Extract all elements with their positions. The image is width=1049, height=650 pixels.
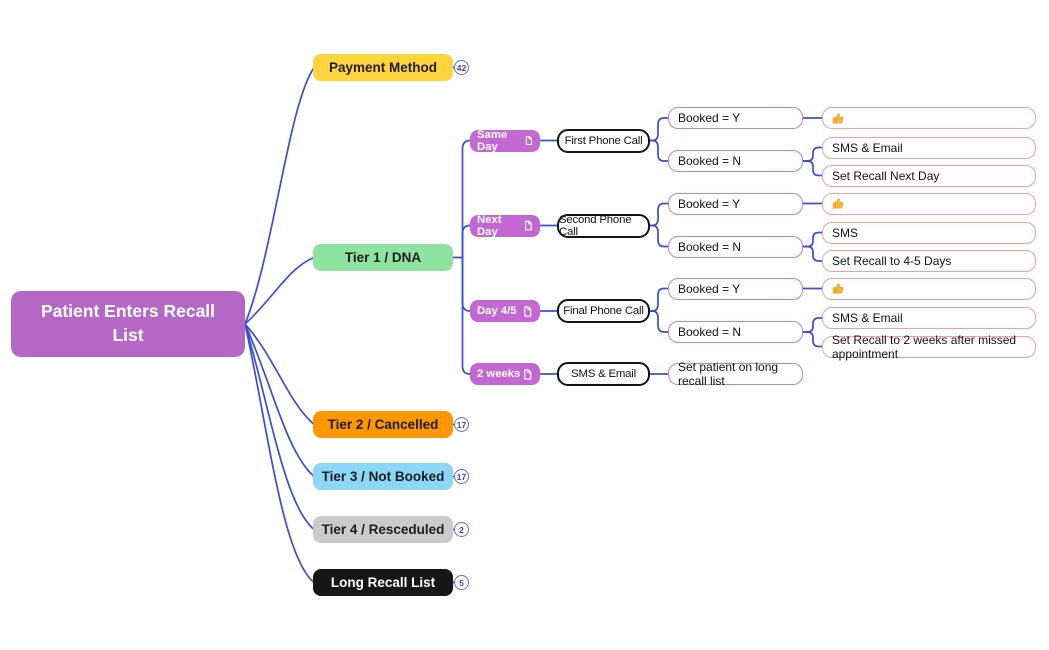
stage-day-4-5[interactable]: Day 4/5 bbox=[470, 300, 540, 322]
branch-tier1-dna[interactable]: Tier 1 / DNA bbox=[313, 244, 453, 271]
branch-long-recall-count-badge[interactable]: 5 bbox=[454, 575, 469, 590]
stage-next-day[interactable]: Next Day bbox=[470, 213, 540, 238]
branch-tier4-resceduled[interactable]: Tier 4 / Resceduled bbox=[313, 516, 453, 543]
branch-tier3-not-booked[interactable]: Tier 3 / Not Booked bbox=[313, 463, 453, 490]
row2-no-outcome-1[interactable]: SMS bbox=[822, 221, 1036, 244]
row1-no-outcome-1[interactable]: SMS & Email bbox=[822, 136, 1036, 159]
branch-payment-method-count-badge[interactable]: 42 bbox=[454, 60, 469, 75]
root-node[interactable]: Patient Enters Recall List bbox=[11, 291, 245, 357]
row3-no-outcome-1[interactable]: SMS & Email bbox=[822, 307, 1036, 329]
branch-tier3-count-badge[interactable]: 17 bbox=[454, 469, 469, 484]
row2-no-outcome-2[interactable]: Set Recall to 4-5 Days bbox=[822, 250, 1036, 272]
action-sms-email[interactable]: SMS & Email bbox=[557, 362, 650, 386]
row1-no-outcome-2[interactable]: Set Recall Next Day bbox=[822, 164, 1036, 187]
row3-no-outcome-2[interactable]: Set Recall to 2 weeks after missed appoi… bbox=[822, 333, 1036, 361]
row1-booked-yes[interactable]: Booked = Y bbox=[668, 107, 803, 129]
row2-yes-outcome[interactable] bbox=[822, 192, 1036, 215]
note-icon bbox=[524, 368, 532, 380]
row3-booked-yes[interactable]: Booked = Y bbox=[668, 277, 803, 300]
branch-payment-method[interactable]: Payment Method bbox=[313, 54, 453, 81]
stage-same-day-label: Same Day bbox=[477, 128, 508, 153]
branch-tier4-count-badge[interactable]: 2 bbox=[454, 522, 469, 537]
branch-tier2-cancelled[interactable]: Tier 2 / Cancelled bbox=[313, 411, 453, 438]
row1-yes-outcome[interactable] bbox=[822, 107, 1036, 129]
note-icon bbox=[524, 220, 532, 231]
row2-booked-no[interactable]: Booked = N bbox=[668, 235, 803, 258]
row1-booked-no[interactable]: Booked = N bbox=[668, 150, 803, 172]
action-final-phone-call[interactable]: Final Phone Call bbox=[557, 299, 650, 323]
note-icon bbox=[524, 305, 532, 317]
stage-next-day-label: Next Day bbox=[477, 213, 502, 238]
stage-2-weeks[interactable]: 2 weeks bbox=[470, 363, 540, 385]
stage-2-weeks-label: 2 weeks bbox=[477, 368, 521, 380]
branch-tier2-count-badge[interactable]: 17 bbox=[454, 417, 469, 432]
action-first-phone-call[interactable]: First Phone Call bbox=[557, 128, 650, 153]
row3-booked-no[interactable]: Booked = N bbox=[668, 321, 803, 343]
row2-booked-yes[interactable]: Booked = Y bbox=[668, 192, 803, 215]
branch-long-recall-list[interactable]: Long Recall List bbox=[313, 569, 453, 596]
action-second-phone-call[interactable]: Second Phone Call bbox=[557, 213, 650, 238]
thumbs-up-icon bbox=[832, 283, 844, 294]
stage-same-day[interactable]: Same Day bbox=[470, 128, 540, 153]
thumbs-up-icon bbox=[832, 113, 844, 124]
row3-yes-outcome[interactable] bbox=[822, 277, 1036, 300]
stage-day-4-5-label: Day 4/5 bbox=[477, 305, 517, 317]
row4-outcome-long-recall[interactable]: Set patient on long recall list bbox=[668, 360, 803, 388]
note-icon bbox=[525, 136, 532, 145]
thumbs-up-icon bbox=[832, 198, 844, 209]
